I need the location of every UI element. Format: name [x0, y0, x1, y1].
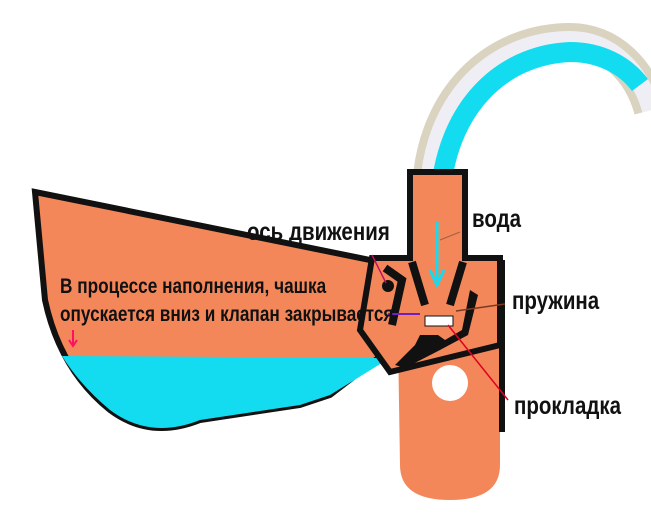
- valve-lower-tube: [398, 340, 500, 500]
- note-line-2: опускается вниз и клапан закрывается: [60, 303, 394, 326]
- label-water: вода: [472, 205, 522, 233]
- pivot-axis: [382, 280, 394, 292]
- valve-arm: [395, 290, 478, 368]
- label-gasket: прокладка: [514, 392, 622, 420]
- valve-body: [356, 255, 503, 376]
- flow-arrow: [428, 222, 446, 289]
- bowl-water: [62, 356, 390, 428]
- gasket: [424, 315, 454, 327]
- label-axis: ось движения: [247, 218, 390, 246]
- valve-hole: [432, 365, 468, 401]
- note-line-1: В процессе наполнения, чашка: [60, 275, 327, 298]
- nozzle-right: [446, 260, 467, 307]
- label-spring: пружина: [512, 287, 600, 315]
- nozzle-left: [408, 260, 429, 307]
- lever: [382, 264, 407, 326]
- water-stream: [430, 41, 648, 201]
